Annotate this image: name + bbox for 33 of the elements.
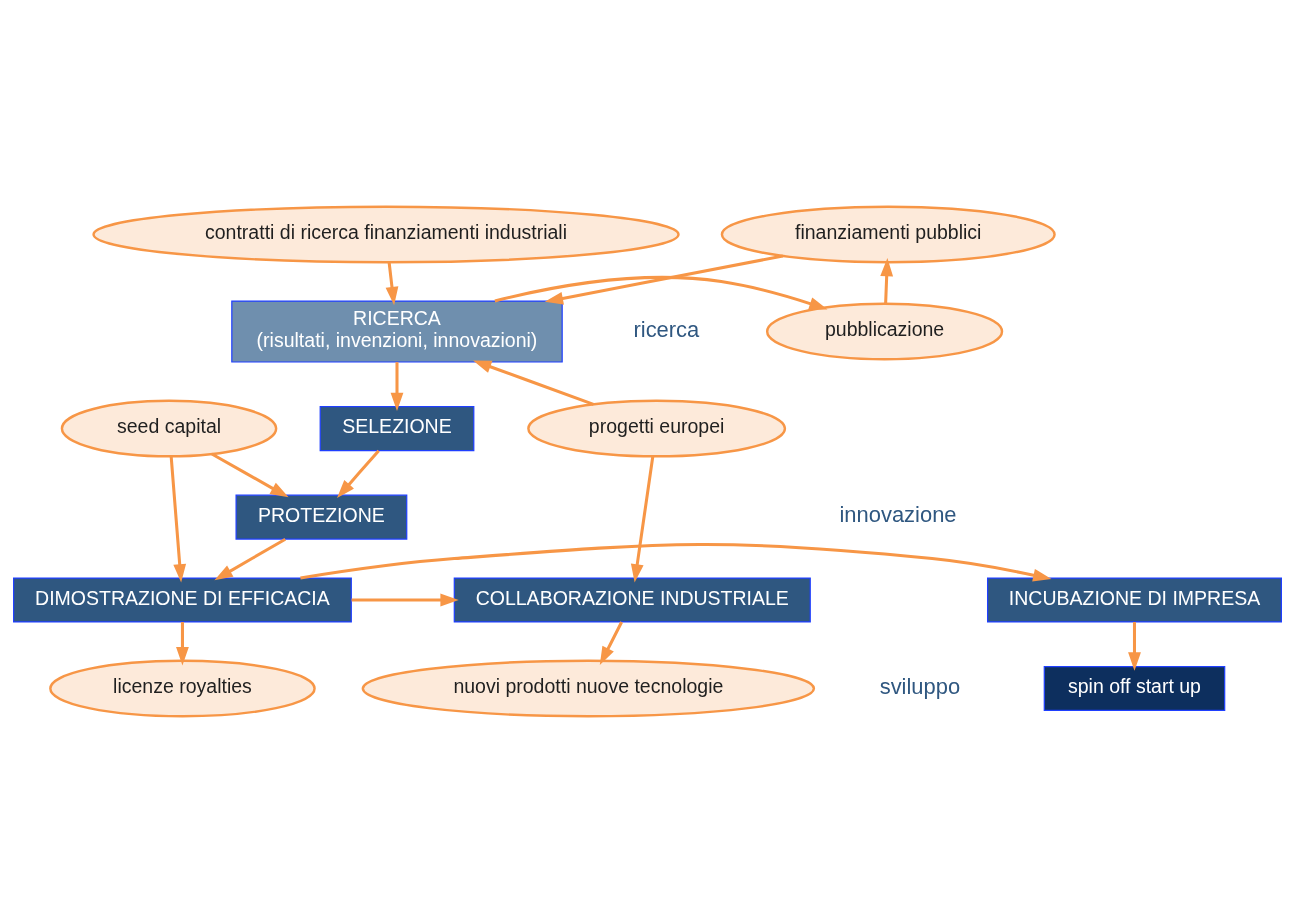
arrow [214, 537, 287, 581]
arrow [880, 257, 894, 304]
label: sviluppo [879, 673, 961, 699]
arrow [1128, 622, 1141, 671]
arrow [176, 622, 189, 666]
arrow [390, 362, 404, 411]
node-box: INCUBAZIONE DI IMPRESA [987, 577, 1282, 623]
node-box: SELEZIONE [319, 406, 475, 452]
arrow [300, 543, 1052, 582]
arrow [544, 254, 784, 305]
node-box: spin off start up [1043, 666, 1226, 712]
arrow [385, 262, 399, 306]
arrow [337, 449, 380, 499]
arrow [494, 275, 828, 310]
node-ellipse: progetti europei [527, 399, 787, 458]
arrow [211, 452, 289, 498]
arrow [630, 456, 655, 583]
node-ellipse: seed capital [60, 399, 278, 458]
node-ellipse: pubblicazione [765, 302, 1004, 361]
node-ellipse: finanziamenti pubblici [720, 205, 1056, 264]
arrow [351, 593, 459, 607]
arrow [169, 456, 187, 583]
node-box: PROTEZIONE [235, 494, 408, 540]
node-ellipse: licenze royalties [49, 659, 316, 718]
arrow [599, 621, 623, 665]
arrow [473, 360, 595, 406]
node-box: DIMOSTRAZIONE DI EFFICACIA [13, 577, 352, 623]
node-box: RICERCA (risultati, invenzioni, innovazioni) [231, 300, 563, 363]
node-ellipse: contratti di ricerca finanziamenti industriali [92, 205, 680, 264]
label: innovazione [839, 502, 957, 528]
label: ricerca [633, 316, 700, 342]
node-ellipse: nuovi prodotti nuove tecnologie [361, 659, 816, 718]
node-box: COLLABORAZIONE INDUSTRIALE [453, 577, 811, 623]
